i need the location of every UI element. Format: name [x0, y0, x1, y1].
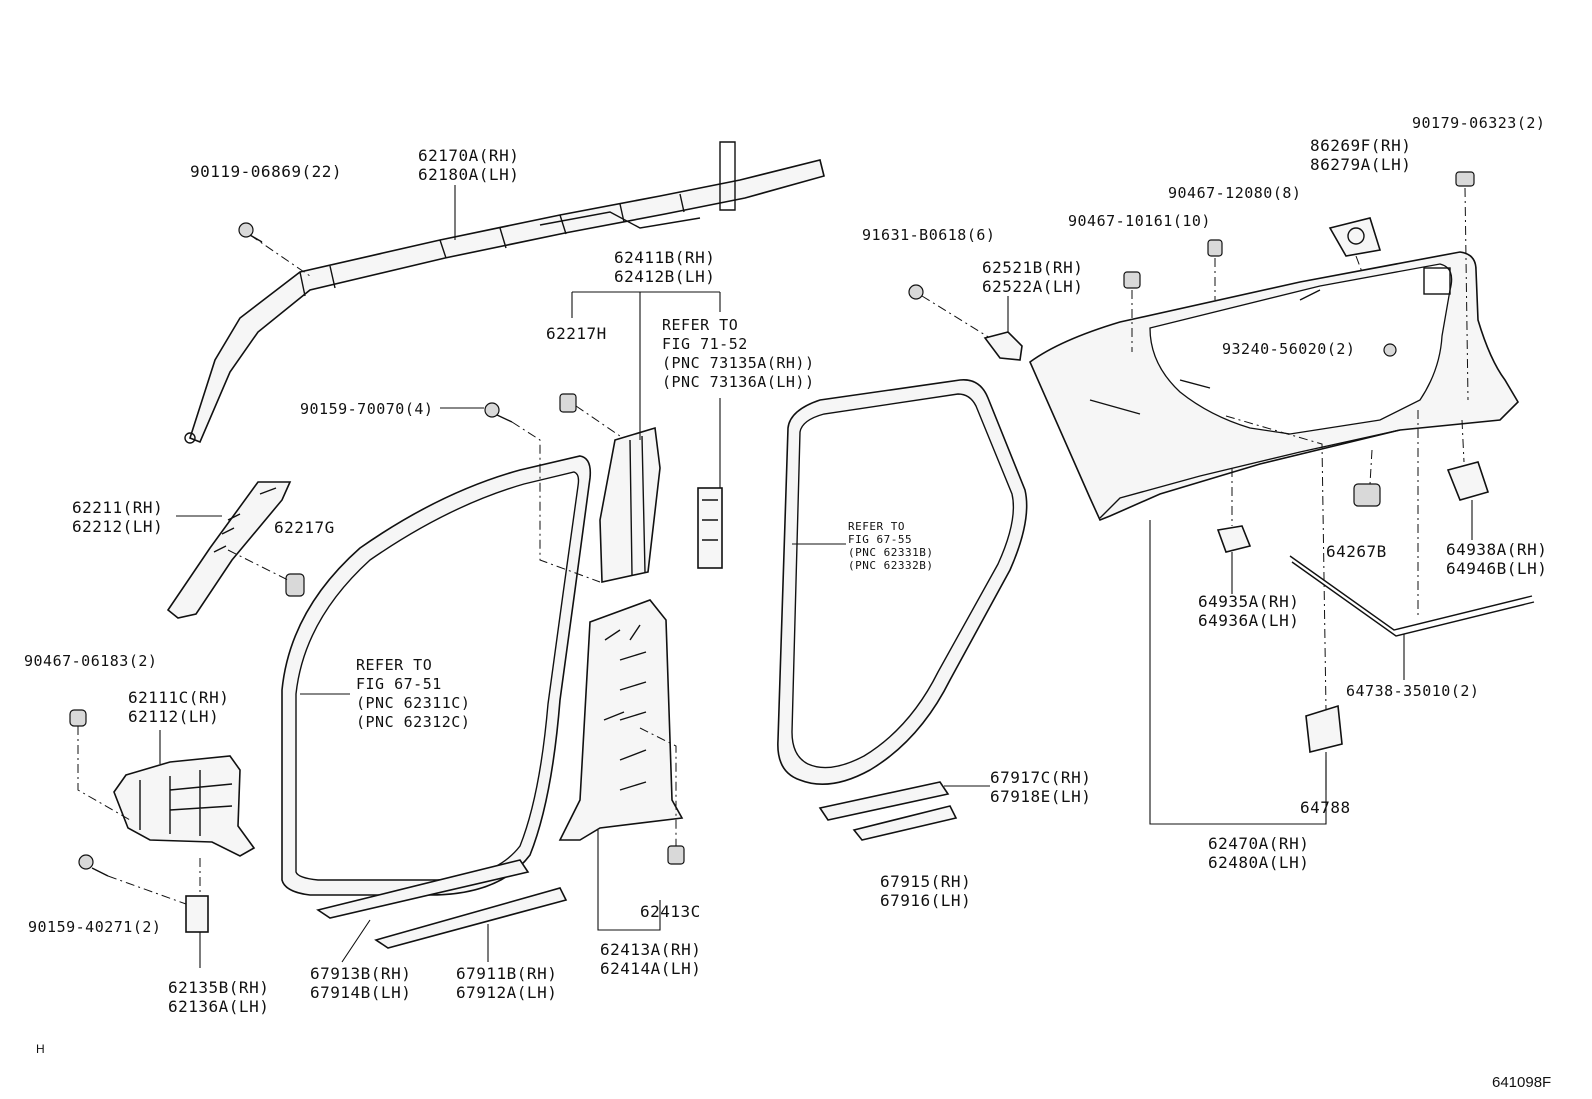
label-64267B: 64267B [1326, 542, 1387, 561]
hook-62135B [185, 895, 209, 933]
clip-90467-12080 [1207, 239, 1223, 257]
handle-64938A [1446, 461, 1490, 501]
rear-scuff-plate-outer [818, 781, 950, 821]
label-90467-10161: 90467-10161(10) [1068, 212, 1211, 230]
clip-62413C [667, 845, 685, 865]
lamp-86269F [1328, 217, 1382, 257]
rear-scuff-plate-inner [852, 805, 958, 841]
label-93240-56020: 93240-56020(2) [1222, 340, 1356, 358]
tape-64738 [1289, 555, 1535, 637]
front-door-weatherstrip [281, 455, 592, 896]
curtain-airbag [184, 141, 825, 444]
label-62211: 62211(RH)62212(LH) [72, 498, 164, 536]
clip-90467-06183 [69, 709, 87, 727]
label-90467-12080: 90467-12080(8) [1168, 184, 1302, 202]
label-90179-06323: 90179-06323(2) [1412, 114, 1546, 132]
label-64788: 64788 [1300, 798, 1351, 817]
label-86269F: 86269F(RH)86279A(LH) [1310, 136, 1412, 174]
cowl-side-trim [113, 755, 256, 857]
label-62521B: 62521B(RH)62522A(LH) [982, 258, 1084, 296]
figure-code: 641098F [1492, 1074, 1552, 1091]
label-62111C: 62111C(RH)62112(LH) [128, 688, 230, 726]
label-67917C: 67917C(RH)67918E(LH) [990, 768, 1092, 806]
screw-90159-40271 [78, 854, 109, 877]
b-pillar-upper [599, 426, 661, 583]
label-90159-70070: 90159-70070(4) [300, 400, 434, 418]
clip-90179 [1455, 171, 1475, 187]
label-62170A: 62170A(RH)62180A(LH) [418, 146, 520, 184]
label-62135B: 62135B(RH)62136A(LH) [168, 978, 270, 1016]
bolt-90119 [238, 222, 263, 243]
label-67911B: 67911B(RH)67912A(LH) [456, 964, 558, 1002]
label-90159-40271: 90159-40271(2) [28, 918, 162, 936]
label-90119-06869: 90119-06869(22) [190, 162, 342, 181]
clip-64267B [1353, 483, 1381, 507]
label-62217G: 62217G [274, 518, 335, 537]
clip-93240 [1383, 343, 1397, 357]
clip-62217H [559, 393, 577, 413]
label-64938A: 64938A(RH)64946B(LH) [1446, 540, 1548, 578]
label-64935A: 64935A(RH)64936A(LH) [1198, 592, 1300, 630]
hook-64935A [1216, 525, 1252, 553]
label-64738-35010: 64738-35010(2) [1346, 682, 1480, 700]
label-91631-B0618: 91631-B0618(6) [862, 226, 996, 244]
pad-64788 [1305, 704, 1343, 753]
label-62217H: 62217H [546, 324, 607, 343]
front-scuff-plate-inner [374, 887, 568, 949]
rear-door-weatherstrip [777, 379, 1028, 786]
label-62413C: 62413C [640, 902, 701, 921]
front-scuff-plate-outer [316, 859, 530, 919]
corner-mark-left: H [36, 1042, 45, 1056]
label-90467-06183: 90467-06183(2) [24, 652, 158, 670]
clip-62217G [285, 573, 305, 597]
label-62470A: 62470A(RH)62480A(LH) [1208, 834, 1310, 872]
b-pillar-lower [558, 599, 684, 841]
label-67915: 67915(RH)67916(LH) [880, 872, 972, 910]
bracket-62521B [983, 331, 1023, 361]
switch-73135A [697, 487, 723, 569]
label-62413A: 62413A(RH)62414A(LH) [600, 940, 702, 978]
roof-headliner [1029, 251, 1520, 522]
label-67913B: 67913B(RH)67914B(LH) [310, 964, 412, 1002]
bolt-91631 [908, 284, 924, 300]
label-62411B: 62411B(RH)62412B(LH) [614, 248, 716, 286]
clip-90467-10161 [1123, 271, 1141, 289]
screw-90159-70070 [484, 402, 513, 423]
